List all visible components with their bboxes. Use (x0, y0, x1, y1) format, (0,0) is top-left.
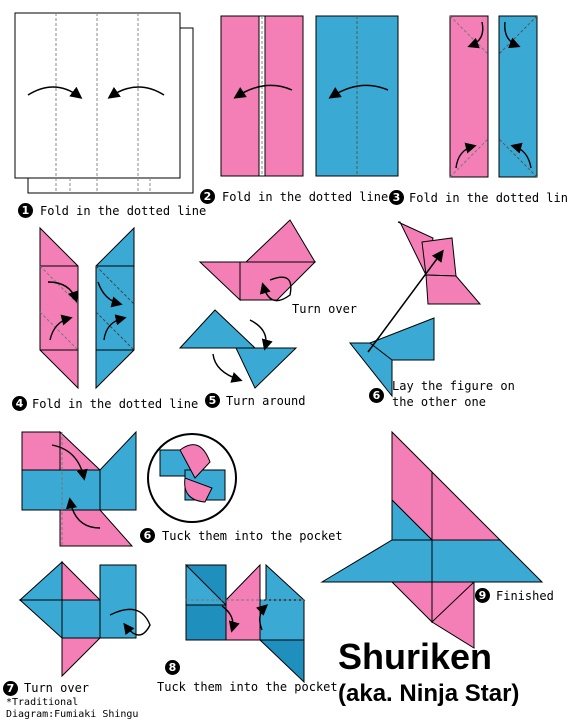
credit-line1: *Traditional (6, 697, 79, 708)
step-caption: Lay the figure on (392, 379, 515, 393)
step1-paper (14, 12, 194, 194)
step2-paper (220, 15, 399, 177)
step-caption: Finished (496, 589, 554, 603)
step-number: 4 (12, 396, 27, 411)
step5-paper (178, 219, 317, 389)
step3-paper (449, 15, 538, 178)
step-caption: Turn over (24, 681, 90, 695)
page-title: Shuriken (338, 636, 493, 677)
step6b-paper (21, 430, 237, 547)
step8-paper (185, 563, 306, 684)
step-caption: Turn around (226, 394, 306, 408)
step-number: 7 (3, 681, 18, 696)
step-number: 9 (475, 588, 490, 603)
step4-paper (39, 226, 135, 390)
step-number: 6 (369, 388, 384, 403)
step-number: 1 (18, 203, 33, 218)
page-subtitle: (aka. Ninja Star) (338, 680, 520, 707)
step-caption: Tuck them into the pocket (162, 529, 343, 543)
step-number: 3 (389, 190, 404, 205)
credit-line2: Diagram:Fumiaki Shingu (6, 709, 139, 720)
step-caption: Fold in the dotted line (409, 191, 567, 205)
turn-over-label: Turn over (292, 302, 358, 316)
step7-paper (18, 560, 151, 678)
fold-arrow-right (27, 86, 83, 99)
step-caption-line2: the other one (392, 395, 486, 409)
step-caption: Fold in the dotted line (32, 397, 199, 411)
step-caption: Fold in the dotted line (222, 190, 389, 204)
step-caption: Tuck them into the pocket (157, 680, 338, 694)
step-number: 6 (140, 528, 155, 543)
step-number: 2 (200, 189, 215, 204)
step6-paper (348, 221, 482, 398)
step-number: 8 (165, 660, 180, 675)
step-caption: Fold in the dotted line (40, 204, 207, 218)
step9-shuriken (320, 430, 544, 649)
fold-arrow-left (107, 86, 165, 99)
step-number: 5 (205, 393, 220, 408)
